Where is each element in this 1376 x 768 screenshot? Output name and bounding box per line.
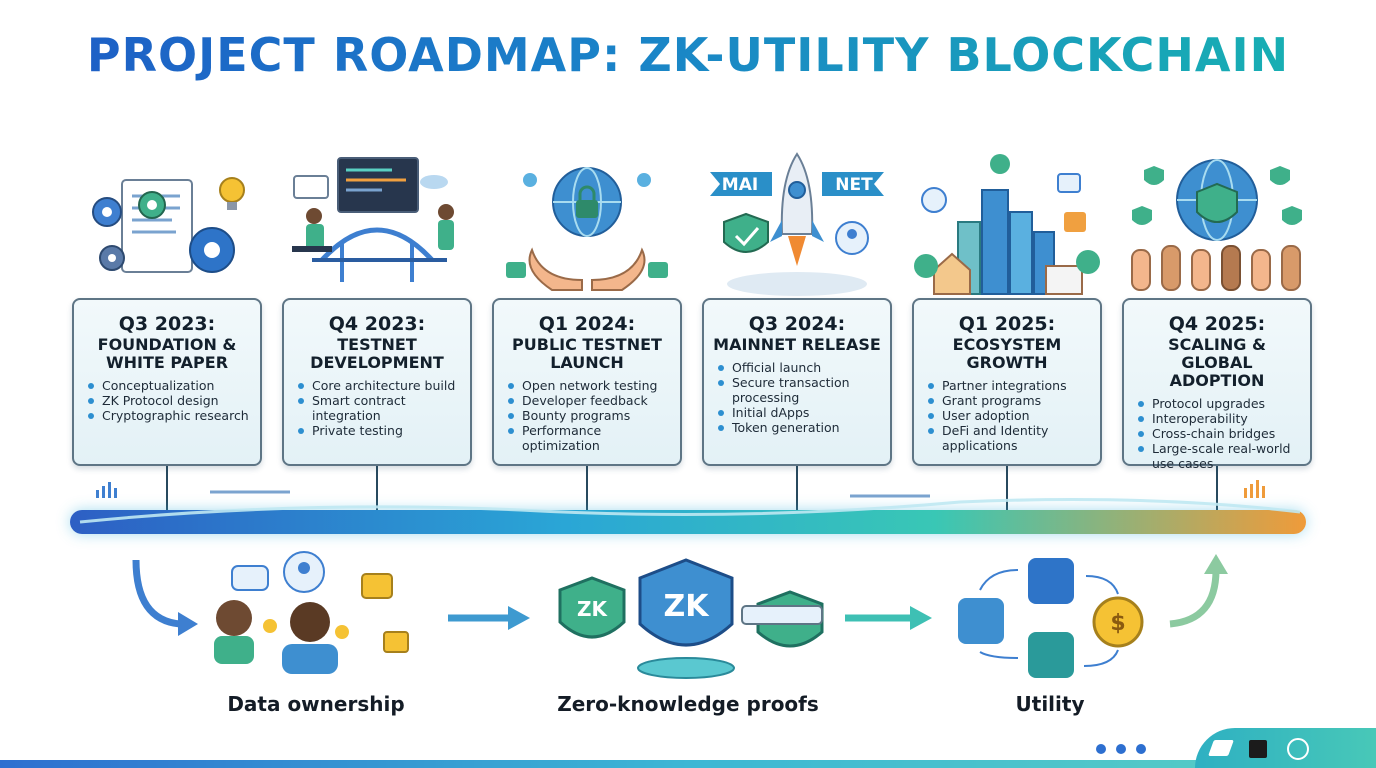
pagination-dot: [1136, 744, 1146, 754]
milestone-name: MAINNET RELEASE: [713, 335, 881, 354]
milestone-card: Q3 2024: MAINNET RELEASE Official launch…: [702, 298, 892, 466]
milestone-item: Initial dApps: [718, 405, 882, 420]
connector-line: [1216, 466, 1218, 521]
page-title: PROJECT ROADMAP: ZK-UTILITY BLOCKCHAIN: [0, 28, 1376, 82]
connector-line: [796, 466, 798, 521]
milestone-item: Secure transaction processing: [718, 375, 882, 405]
footer-tab: [1195, 728, 1376, 768]
milestone-item: Cryptographic research: [88, 408, 252, 423]
milestone-item: Developer feedback: [508, 393, 672, 408]
milestone-item: Grant programs: [928, 393, 1092, 408]
milestone-item: Private testing: [298, 423, 462, 438]
milestone-item: Smart contract integration: [298, 393, 462, 423]
settings-icon: [1287, 738, 1309, 760]
developers-bridge-illustration: [292, 157, 454, 282]
brand-logo-icon: [1208, 740, 1234, 756]
milestone-item: Bounty programs: [508, 408, 672, 423]
milestone-item: Token generation: [718, 420, 882, 435]
svg-text:$: $: [1110, 611, 1125, 636]
connector-line: [586, 466, 588, 521]
pagination-dot: [1096, 744, 1106, 754]
zk-shield-small-text: ZK: [577, 597, 609, 621]
milestone-card: Q3 2023: FOUNDATION & WHITE PAPER Concep…: [72, 298, 262, 466]
milestone-item: Conceptualization: [88, 378, 252, 393]
concept-label-data-ownership: Data ownership: [227, 692, 405, 716]
milestone-name: ECOSYSTEM GROWTH: [952, 335, 1062, 372]
milestone-items: Partner integrations Grant programs User…: [922, 378, 1092, 453]
milestone-item: Performance optimization: [508, 423, 672, 453]
app-logo-icon: [1249, 740, 1267, 758]
milestone-item: Partner integrations: [928, 378, 1092, 393]
milestone-item: Large-scale real-world use cases: [1138, 441, 1302, 471]
milestone-date: Q1 2025:: [958, 313, 1056, 335]
milestone-item: Cross-chain bridges: [1138, 426, 1302, 441]
milestone-name: TESTNET DEVELOPMENT: [310, 335, 444, 372]
pagination-dot: [1116, 744, 1126, 754]
milestone-card: Q4 2023: TESTNET DEVELOPMENT Core archit…: [282, 298, 472, 466]
milestone-card: Q4 2025: SCALING & GLOBAL ADOPTION Proto…: [1122, 298, 1312, 471]
milestone-items: Open network testing Developer feedback …: [502, 378, 672, 453]
connector-line: [376, 466, 378, 521]
white-paper-illustration: [92, 177, 245, 273]
connector-line: [1006, 466, 1008, 521]
milestone-items: Official launch Secure transaction proce…: [712, 360, 882, 435]
banner-left-text: MAI: [722, 175, 758, 195]
milestone-q3-2023: Q3 2023: FOUNDATION & WHITE PAPER Concep…: [72, 150, 262, 530]
milestone-date: Q4 2025:: [1168, 313, 1266, 335]
milestone-item: ZK Protocol design: [88, 393, 252, 408]
footer-bar: [0, 760, 1376, 768]
global-adoption-illustration: [1131, 159, 1302, 291]
banner-right-text: NET: [835, 175, 873, 195]
milestone-item: Open network testing: [508, 378, 672, 393]
zk-shield-large-text: ZK: [664, 589, 711, 624]
milestone-item: DeFi and Identity applications: [928, 423, 1092, 453]
concept-label-zk-proofs: Zero-knowledge proofs: [557, 692, 819, 716]
milestone-date: Q1 2024:: [538, 313, 636, 335]
milestone-name: PUBLIC TESTNET LAUNCH: [512, 335, 662, 372]
milestone-date: Q4 2023:: [328, 313, 426, 335]
milestone-item: Interoperability: [1138, 411, 1302, 426]
milestone-item: Official launch: [718, 360, 882, 375]
milestone-date: Q3 2023:: [118, 313, 216, 335]
milestone-q4-2025: Q4 2025: SCALING & GLOBAL ADOPTION Proto…: [1122, 150, 1312, 530]
milestone-item: User adoption: [928, 408, 1092, 423]
milestone-name: SCALING & GLOBAL ADOPTION: [1168, 335, 1266, 390]
milestone-card: Q1 2025: ECOSYSTEM GROWTH Partner integr…: [912, 298, 1102, 466]
globe-hands-illustration: [506, 167, 668, 291]
milestone-date: Q3 2024:: [748, 313, 846, 335]
milestone-item: Protocol upgrades: [1138, 396, 1302, 411]
milestone-items: Conceptualization ZK Protocol design Cry…: [82, 378, 252, 423]
city-ecosystem-illustration: [914, 154, 1100, 295]
milestone-q1-2024: Q1 2024: PUBLIC TESTNET LAUNCH Open netw…: [492, 150, 682, 530]
milestone-q1-2025: Q1 2025: ECOSYSTEM GROWTH Partner integr…: [912, 150, 1102, 530]
connector-line: [166, 466, 168, 521]
timeline-wave: [79, 480, 1301, 524]
milestone-card: Q1 2024: PUBLIC TESTNET LAUNCH Open netw…: [492, 298, 682, 466]
milestone-items: Core architecture build Smart contract i…: [292, 378, 462, 438]
concepts-illustration: ZK ZK $: [132, 551, 1228, 679]
concept-label-utility: Utility: [1015, 692, 1085, 716]
milestone-q4-2023: Q4 2023: TESTNET DEVELOPMENT Core archit…: [282, 150, 472, 530]
rocket-launch-illustration: MAI NET: [710, 152, 884, 296]
milestone-q3-2024: MAI NET Q3 2024: MAINNET RELEASE Officia…: [702, 150, 892, 530]
milestone-items: Protocol upgrades Interoperability Cross…: [1132, 396, 1302, 471]
milestone-item: Core architecture build: [298, 378, 462, 393]
milestone-name: FOUNDATION & WHITE PAPER: [97, 335, 237, 372]
